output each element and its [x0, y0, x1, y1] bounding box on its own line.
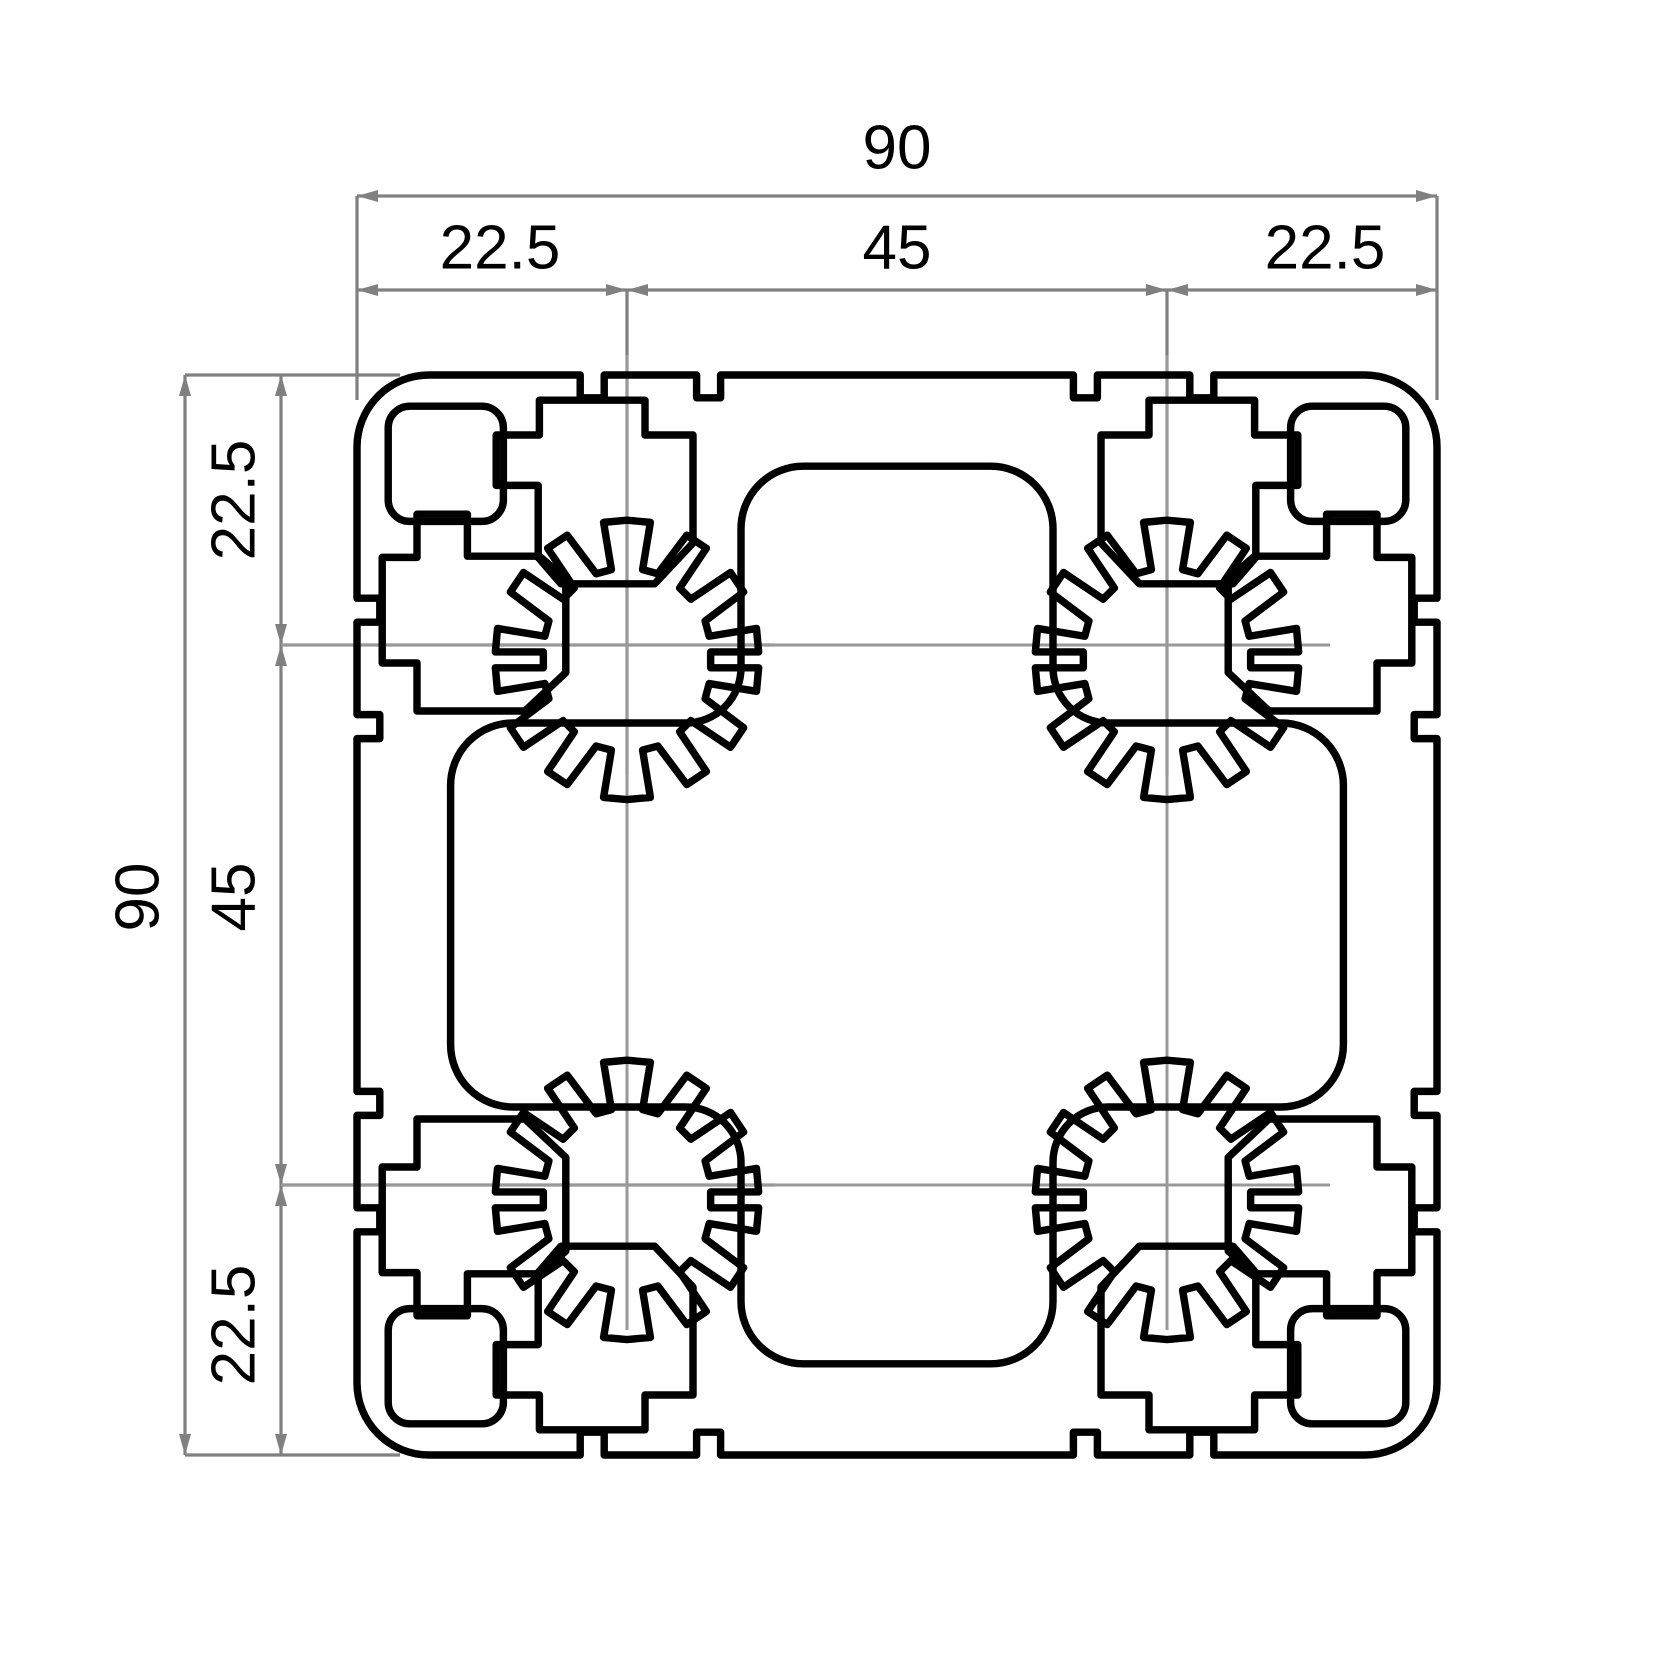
tslot-cavity-bottom-left: [492, 1242, 697, 1434]
corner-void-top-right: [1286, 402, 1410, 526]
tslot-cavity-top-right: [1097, 396, 1302, 588]
extrusion-profile: [353, 371, 1441, 1459]
dim-text-left-seg3: 22.5: [199, 1265, 268, 1386]
central-cruciform-void: [446, 462, 1348, 1368]
dim-text-left-overall: 90: [103, 863, 172, 932]
tslot-cavity-left-bottom: [378, 1115, 570, 1320]
bore-center-marks: [625, 600, 1169, 1230]
dim-text-top-seg2: 45: [863, 213, 932, 282]
dim-text-top-seg1: 22.5: [440, 213, 561, 282]
dim-text-top-seg3: 22.5: [1265, 213, 1386, 282]
corner-void-top-left: [384, 402, 508, 526]
centerline-group: [281, 355, 1330, 1330]
corner-void-bottom-left: [384, 1304, 508, 1428]
tslot-cavity-top-left: [492, 396, 697, 588]
profile-outline: [353, 371, 1441, 1459]
tslot-cavity-bottom-right: [1097, 1242, 1302, 1434]
corner-void-bottom-right: [1286, 1304, 1410, 1428]
dim-text-top-overall: 90: [863, 113, 932, 182]
tslot-cavity-right-bottom: [1224, 1115, 1416, 1320]
dim-text-left-seg2: 45: [199, 863, 268, 932]
dim-text-left-seg1: 22.5: [199, 440, 268, 561]
